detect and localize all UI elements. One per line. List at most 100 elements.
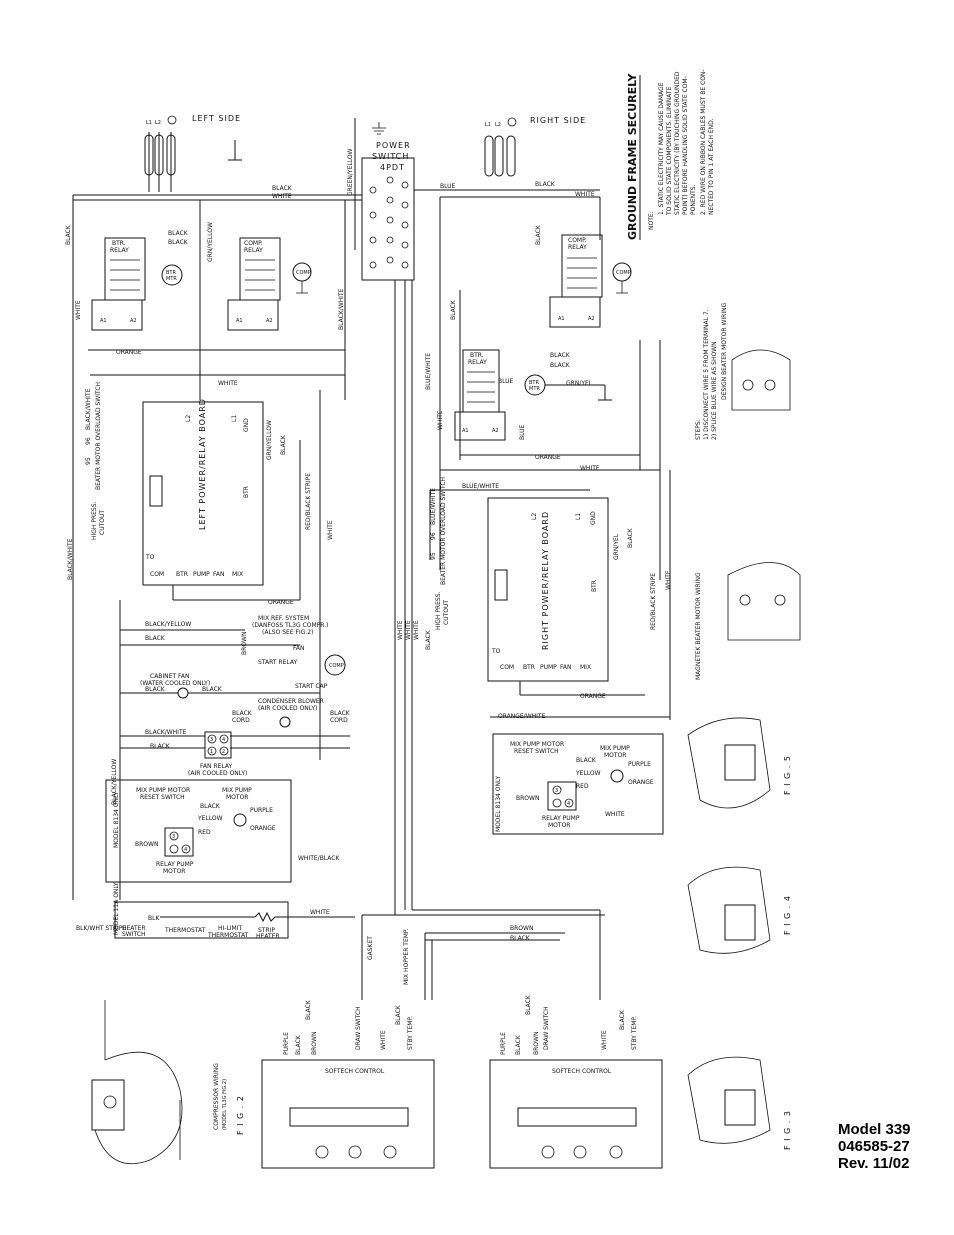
board-terminal: FAN [560, 664, 572, 671]
wire-label: BLACK [295, 1034, 302, 1055]
pin-label: 4 [567, 801, 570, 807]
wire-label: BLACK [395, 1004, 402, 1025]
wire-label: YELLOW [575, 770, 601, 777]
coil-terminal: A2 [130, 318, 137, 324]
figure-5: F I G . 5 [687, 717, 792, 809]
power-switch: POWER SWITCH 4PDT GREEN/YELLOW [347, 118, 415, 281]
detail-caption: STEPS: [695, 419, 702, 440]
heater-section [114, 901, 289, 939]
board-terminal: BTR [591, 580, 598, 592]
high-pressure-label: CUTOUT [99, 510, 106, 535]
mix-ref-label: (DANFOSS TL3G COMPR.) [252, 622, 328, 629]
wire-label: WHITE [310, 909, 330, 916]
note-line: TO SOLID STATE COMPONENTS. ELIMINATE [666, 86, 673, 216]
bottom-wiring: BROWN BLACK GASKET MIX HOPPER TEMP. STBY… [261, 909, 663, 1169]
wire-label: YELLOW [197, 815, 223, 822]
board-terminal: L2 [185, 415, 192, 422]
wire-label: BLACK/YELLOW [145, 621, 191, 628]
wire-label: BLACK [627, 527, 634, 548]
wire-label: BLACK [550, 362, 571, 369]
board-terminal: BTR [523, 664, 535, 671]
stby-temp-label: STBY TEMP. [631, 1016, 638, 1050]
high-pressure-label: CUTOUT [443, 600, 450, 625]
model-label: MODEL 8134 ONLY [495, 776, 502, 832]
heater-switch-label: SWITCH [122, 931, 146, 938]
comp-relay-label: COMP. [244, 240, 263, 247]
wire-label: RED/BLACK STRIPE [305, 473, 312, 530]
wire-label: BROWN [533, 1032, 540, 1055]
btr-relay-label: BTR. [112, 240, 126, 247]
coil-terminal: A1 [558, 316, 565, 322]
overload-switch-label: BEATER MOTOR OVERLOAD SWITCH [95, 382, 102, 490]
overload-number: 95 [430, 552, 437, 560]
fig2-caption: (MODEL TL3G FIG.2) [222, 1079, 228, 1130]
coil-terminal: A2 [588, 316, 595, 322]
wire-label: BLUE [498, 378, 514, 385]
wire-label: PURPLE [250, 807, 273, 814]
wire-label: BLACK/WHITE [67, 538, 74, 580]
btr-mtr-label: BTR [166, 270, 176, 276]
mix-pump-motor-label: MIX PUMP [222, 787, 252, 794]
wire-label: WHITE [75, 300, 82, 320]
note-line: PONENTS. [690, 184, 697, 215]
note-line: NECTED TO PIN 1 AT EACH END. [708, 118, 715, 215]
comp-label: COMP [296, 270, 311, 276]
board-terminal: FAN [213, 571, 225, 578]
wire-label: BLACK [145, 686, 166, 693]
pin-label: 4 [184, 847, 187, 853]
btr-relay-label: BTR. [470, 352, 484, 359]
wire-label: GRN/YEL [613, 533, 620, 560]
wire-label: RED [198, 829, 211, 836]
wire-label: BLACK [305, 999, 312, 1020]
l2-terminal: L2 [155, 120, 161, 126]
board-terminal: MIX [232, 571, 243, 578]
wire-label: BLACK/WHITE [338, 288, 345, 330]
wire-label: BLACK [535, 181, 556, 188]
cord-label: CORD [330, 717, 348, 724]
board-terminal: L1 [575, 513, 582, 520]
wire-label: BLACK [145, 635, 166, 642]
wire-label: BLUE/WHITE [425, 353, 432, 390]
fig2-label: F I G . 2 [236, 1095, 245, 1135]
wire-label: PURPLE [500, 1032, 507, 1055]
wire-label: RED [576, 783, 589, 790]
compressor-icon [324, 654, 346, 676]
reset-switch-label: MIX PUMP MOTOR [136, 787, 190, 794]
wire-label: WHITE/BLACK [298, 855, 340, 862]
board-terminal: L2 [531, 513, 538, 520]
wire-label: WHITE [327, 520, 334, 540]
wire-label: GREEN/YELLOW [347, 148, 354, 196]
wire-label: BLACK [535, 224, 542, 245]
overload-number: 95 [85, 457, 92, 465]
ribbon-connector [149, 475, 163, 507]
pin-label: 1 [210, 749, 213, 755]
board-terminal: TO [491, 648, 501, 655]
motor-icon [233, 813, 247, 827]
btr-mtr-label: BTR [529, 380, 539, 386]
btr-relay-label: RELAY [110, 247, 129, 254]
mix-ref-label: MIX REF. SYSTEM [258, 615, 309, 622]
wire-label: WHITE [437, 410, 444, 430]
wire-label: BLUE [519, 424, 526, 440]
overload-number: 96 [430, 532, 437, 540]
power-switch-label: POWER [376, 141, 411, 150]
l1-terminal: L1 [485, 122, 491, 128]
relay-pump-label: MOTOR [163, 868, 185, 875]
wire-label: BLACK [168, 239, 189, 246]
wire-label: BLUE/WHITE [462, 483, 499, 490]
note-label: NOTE: [648, 211, 655, 230]
wire-label: ORANGE [268, 599, 294, 606]
figure-3: F I G . 3 [687, 1056, 792, 1150]
fig5-label: F I G . 5 [783, 755, 792, 795]
hi-limit-label: THERMOSTAT [207, 932, 249, 939]
board-terminal: COM [500, 664, 514, 671]
wire-label: ORANGE [580, 693, 606, 700]
figure-2: F I G . 2 COMPRESSOR WIRING (MODEL TL3G … [91, 1000, 245, 1165]
wire-label: ORANGE [116, 349, 142, 356]
wire-label: BLK/WHT STRIPE [76, 925, 126, 932]
comp-relay-label: COMP. [568, 237, 587, 244]
wire-label: BROWN [311, 1032, 318, 1055]
wire-label: BROWN [510, 925, 533, 932]
wire-label: WHITE [605, 811, 625, 818]
board-terminal: BTR [243, 486, 250, 498]
